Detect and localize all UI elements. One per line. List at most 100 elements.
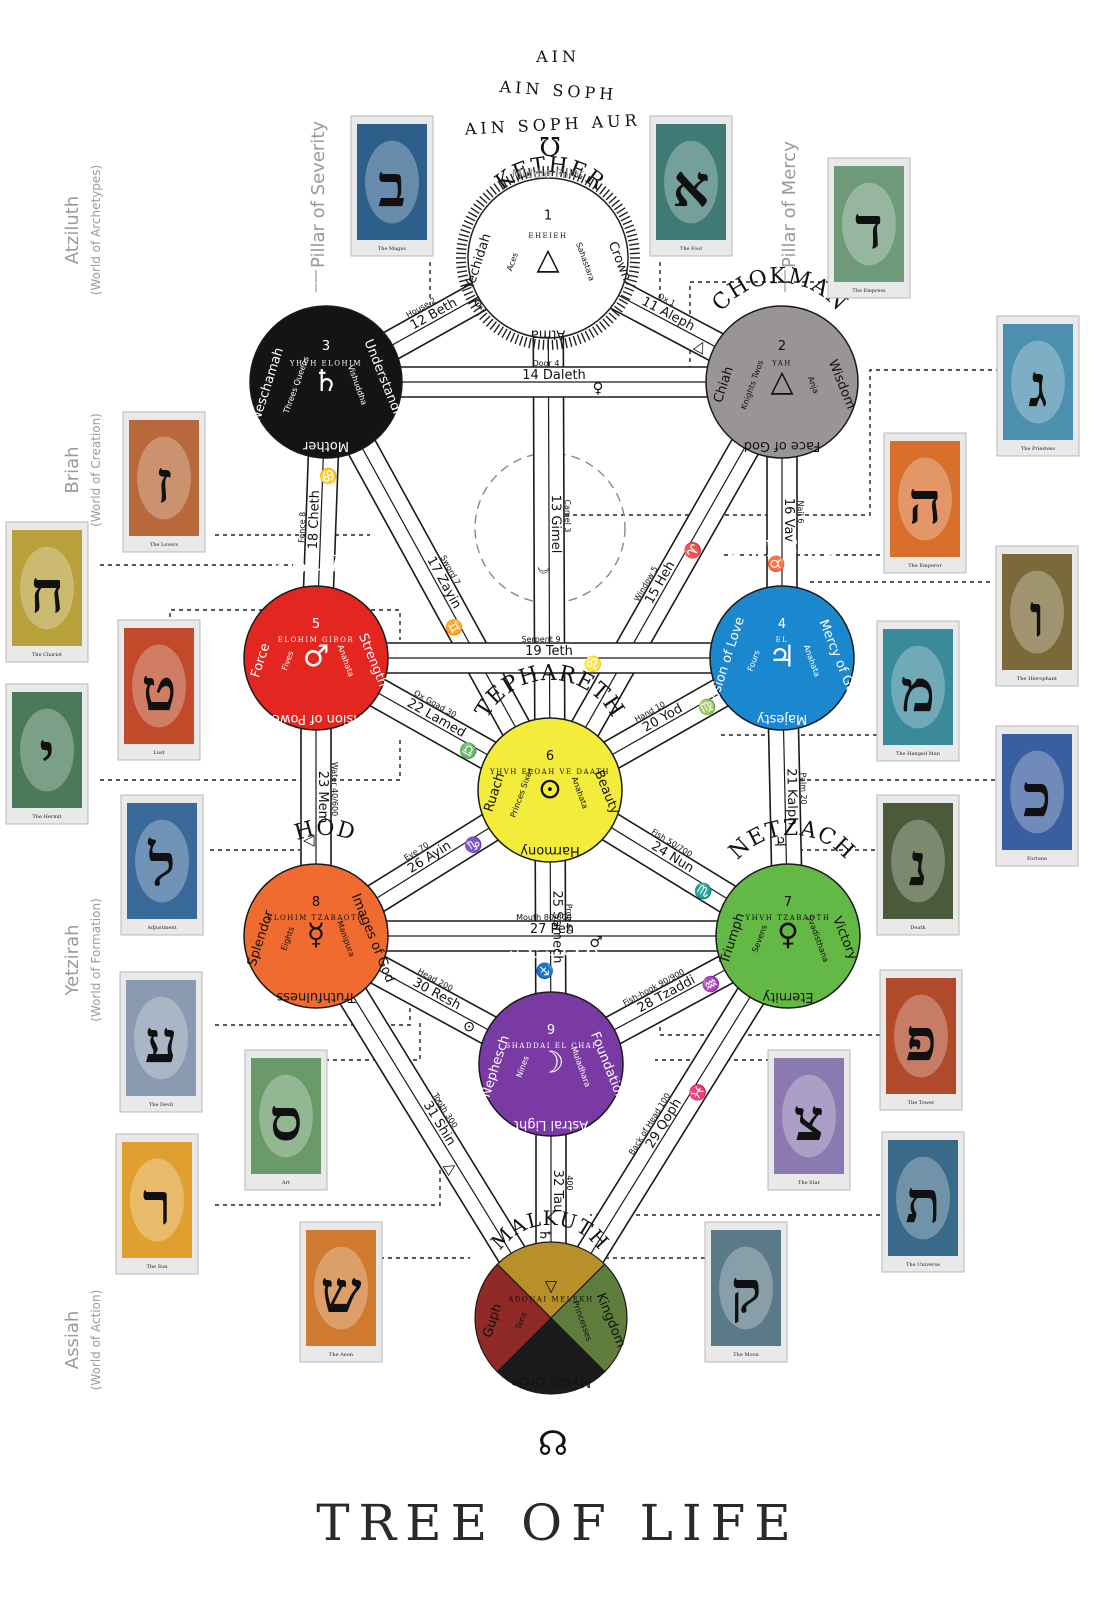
card-hebrew-letter: פ xyxy=(905,1006,937,1074)
world-subtitle: (World of Formation) xyxy=(89,898,103,1022)
path-21-meaning: Palm 20 xyxy=(798,772,808,804)
kether-symbol: △ xyxy=(536,242,559,277)
yesod-symbol: ☽ xyxy=(538,1046,565,1081)
card-artwork xyxy=(1002,554,1072,670)
malkuth-quadrant-4 xyxy=(474,1263,552,1373)
path-16-symbol: ♉ xyxy=(767,555,785,574)
card-artwork xyxy=(306,1230,376,1346)
kether-rays xyxy=(456,166,640,350)
path-21-symbol: ♃ xyxy=(771,834,789,848)
chesod-symbol: ♃ xyxy=(769,640,796,675)
path-23-meaning: Water 40/600 xyxy=(330,762,339,816)
card-artwork xyxy=(12,692,82,808)
path-27-meaning: Mouth 80/800 xyxy=(516,913,572,922)
chokman-number: 2 xyxy=(778,339,786,354)
card-hebrew-letter: ב xyxy=(378,152,406,220)
card-title: The Star xyxy=(798,1180,821,1186)
card-artwork-highlight xyxy=(135,819,189,903)
card-artwork-highlight xyxy=(314,1246,368,1330)
middle-pillar-label: Middle Pillar xyxy=(512,167,585,181)
card-artwork-highlight xyxy=(134,996,188,1080)
path-17-divider xyxy=(325,381,551,791)
card-artwork-highlight xyxy=(259,1074,313,1158)
card-title: The Priestess xyxy=(1021,446,1056,452)
card-hebrew-letter: ע xyxy=(145,1008,178,1076)
malkuth-symbol: ▽ xyxy=(545,1276,558,1295)
card-hebrew-letter: ה xyxy=(908,469,941,537)
ain-text: AIN xyxy=(535,47,580,66)
card-hebrew-letter: י xyxy=(39,720,54,788)
path-27-name: 27 Peh xyxy=(530,922,574,937)
netzach-god-name: YHVH TZABAOTH xyxy=(745,914,831,922)
card-title: Lust xyxy=(153,750,164,756)
card-title: The Sun xyxy=(147,1264,169,1270)
card-title: The Moon xyxy=(733,1352,759,1358)
chokman-god-name: YAH xyxy=(771,359,792,367)
binah-symbol: ♄ xyxy=(313,364,340,399)
card-artwork xyxy=(127,803,197,919)
hod-number: 8 xyxy=(312,895,320,910)
path-14-symbol: ♀ xyxy=(593,379,604,397)
yesod-outer-bottom: Astral Light xyxy=(514,1117,588,1132)
path-19-symbol: ♌ xyxy=(584,655,603,673)
card-hebrew-letter: ל xyxy=(147,831,175,899)
card-artwork xyxy=(12,530,82,646)
path-18-meaning: Fence 8 xyxy=(297,512,307,543)
path-21-name: 21 Kalph xyxy=(783,768,799,825)
card-artwork-highlight xyxy=(130,1158,184,1242)
card-title: The Aeon xyxy=(329,1352,354,1358)
chokman-outer-bottom: Face of God xyxy=(744,438,820,453)
malkuth-outer-bottom: Mystic circle xyxy=(511,1374,591,1389)
world-subtitle: (World of Action) xyxy=(89,1290,103,1391)
card-artwork-highlight xyxy=(1010,750,1064,834)
card-artwork xyxy=(129,420,199,536)
card-title: The Fool xyxy=(680,246,702,252)
card-title: The Universe xyxy=(906,1262,940,1268)
tiphareth-god-name: YHVH ELOAH VE DAATH xyxy=(489,768,610,776)
card-title: Adjustment xyxy=(146,925,176,931)
path-18-symbol: ♋ xyxy=(319,467,338,486)
netzach-symbol: ♀ xyxy=(777,918,799,953)
card-title: The Hierophant xyxy=(1017,676,1057,682)
tarot-card-the-empress: ד The Empress xyxy=(827,157,911,299)
card-hebrew-letter: ק xyxy=(730,1258,761,1326)
path-13-meaning: Camel 3 xyxy=(563,499,572,532)
tiphareth-number: 6 xyxy=(546,749,554,764)
path-23-name: 23 Mem xyxy=(315,771,330,824)
card-hebrew-letter: ו xyxy=(1030,582,1045,650)
card-artwork-highlight xyxy=(1011,340,1065,424)
path-13-symbol: ☽ xyxy=(534,561,552,575)
yesod-number: 9 xyxy=(547,1023,555,1038)
kether-number: 1 xyxy=(544,208,552,223)
world-name: Yetzirah xyxy=(62,924,83,996)
world-name: Atziluth xyxy=(62,196,83,264)
netzach-disc xyxy=(715,863,861,1009)
geburah-number: 5 xyxy=(312,617,320,632)
malkuth-god-name: ADONAI MELEKH xyxy=(507,1295,593,1303)
card-artwork xyxy=(656,124,726,240)
card-hebrew-letter: ד xyxy=(855,194,883,262)
tiphareth-symbol: ⊙ xyxy=(537,772,562,807)
path-25-meaning: Prop 60 xyxy=(564,904,573,935)
card-title: The Empress xyxy=(852,288,886,294)
card-title: The Chariot xyxy=(32,652,62,658)
path-32-meaning: 400 xyxy=(565,1175,574,1190)
pillar-of-severity-label: Pillar of Severity xyxy=(308,121,329,268)
kether-disc xyxy=(467,177,629,339)
card-title: The Hanged Man xyxy=(896,751,941,757)
path-16-meaning: Nail 6 xyxy=(796,501,805,524)
card-artwork xyxy=(124,628,194,744)
